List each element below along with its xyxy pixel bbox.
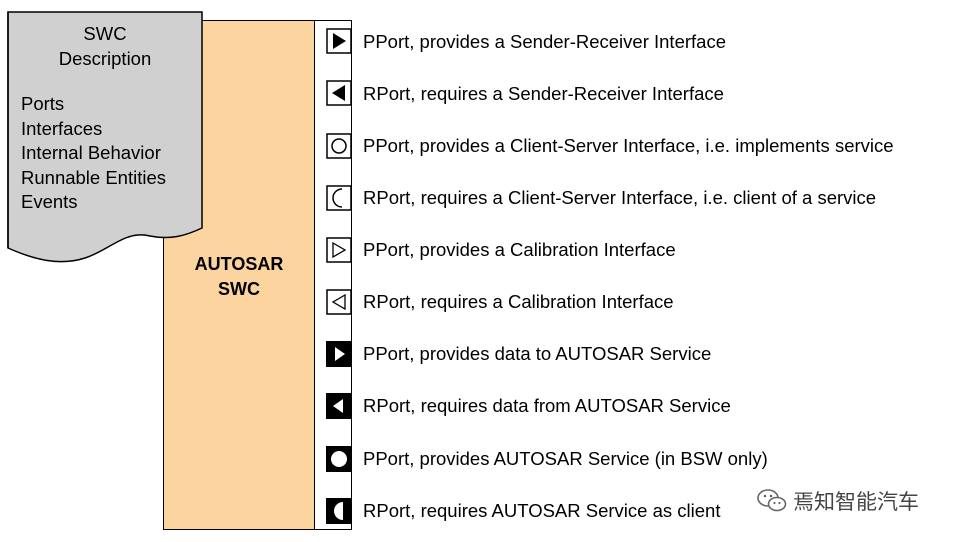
filled-triangle-right-icon	[326, 28, 352, 54]
service-half-circle-icon	[326, 498, 352, 524]
doc-title-line1: SWC	[83, 23, 127, 44]
port-label-2: RPort, requires a Sender-Receiver Interf…	[363, 83, 724, 104]
doc-item-interfaces: Interfaces	[21, 117, 103, 139]
filled-triangle-left-icon	[326, 80, 352, 106]
port-label-8: RPort, requires data from AUTOSAR Servic…	[363, 395, 731, 416]
service-triangle-right-icon	[326, 341, 352, 367]
circle-outline-icon	[326, 133, 352, 159]
swc-label-line1: AUTOSAR	[194, 254, 284, 274]
triangle-outline-right-icon	[326, 237, 352, 263]
port-label-9: PPort, provides AUTOSAR Service (in BSW …	[363, 448, 768, 469]
doc-item-events: Events	[21, 191, 78, 212]
port-label-10: RPort, requires AUTOSAR Service as clien…	[363, 500, 721, 521]
port-label-6: RPort, requires a Calibration Interface	[363, 291, 674, 312]
port-label-3: PPort, provides a Client-Server Interfac…	[363, 135, 894, 156]
port-label-4: RPort, requires a Client-Server Interfac…	[363, 187, 877, 208]
service-triangle-left-icon	[326, 393, 352, 419]
wechat-icon	[757, 489, 787, 512]
doc-item-list: Ports Interfaces Internal Behavior Runna…	[21, 92, 166, 215]
port-label-7: PPort, provides data to AUTOSAR Service	[363, 343, 712, 364]
port-label-1: PPort, provides a Sender-Receiver Interf…	[363, 31, 726, 52]
half-circle-outline-icon	[326, 185, 352, 211]
triangle-outline-left-icon	[326, 289, 352, 315]
service-circle-icon	[326, 446, 352, 472]
watermark-text: 焉知智能汽车	[793, 490, 919, 514]
watermark: 焉知智能汽车	[757, 486, 919, 516]
doc-item-runnable-entities: Runnable Entities	[21, 166, 167, 188]
swc-label-line2: SWC	[218, 279, 260, 299]
doc-title: SWC Description	[8, 22, 202, 71]
doc-item-ports: Ports	[21, 93, 65, 114]
port-label-5: PPort, provides a Calibration Interface	[363, 239, 676, 260]
doc-title-line2: Description	[58, 47, 152, 69]
doc-item-internal-behavior: Internal Behavior	[21, 142, 161, 163]
swc-description-document	[7, 11, 203, 263]
